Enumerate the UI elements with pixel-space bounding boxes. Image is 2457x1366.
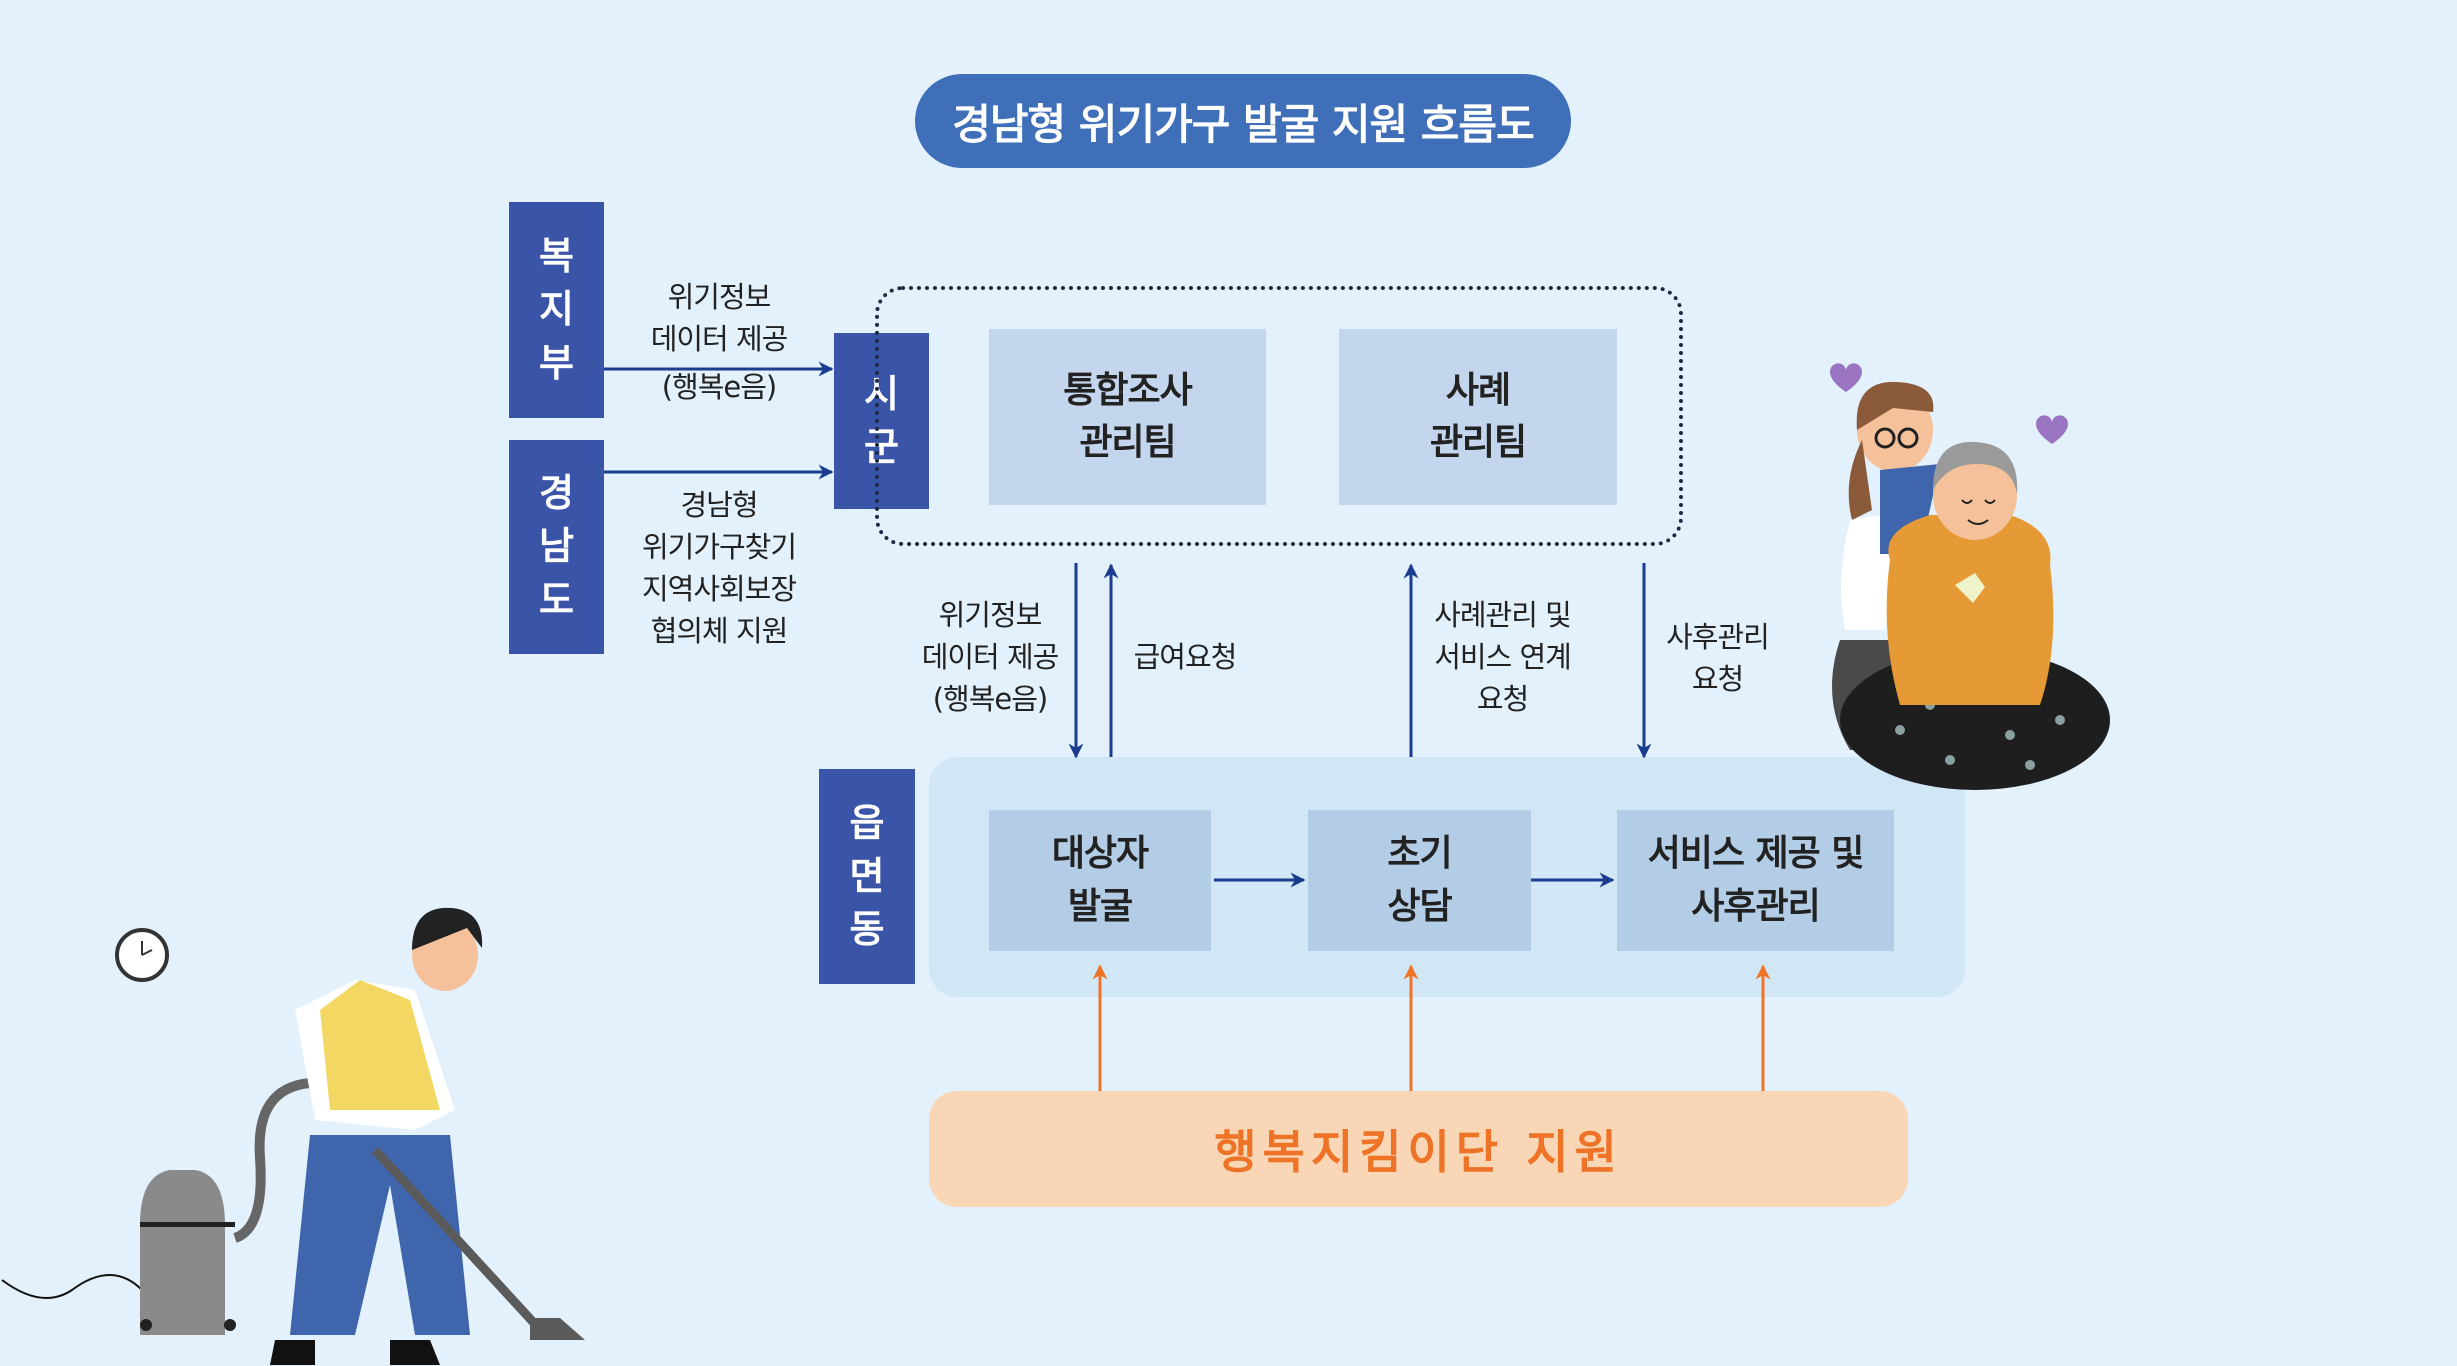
- step-initial-consultation: 초기 상담: [1308, 810, 1531, 951]
- actor-char: 남: [539, 524, 574, 569]
- team-case-management: 사례 관리팀: [1339, 329, 1617, 505]
- team-label-line: 통합조사: [1063, 369, 1192, 411]
- edge-label-city-town-aftercare: 사후관리 요청: [1650, 616, 1785, 700]
- edge-label-line: 협의체 지원: [650, 614, 789, 649]
- actor-char: 시: [864, 371, 899, 416]
- edge-label-province-city: 경남형 위기가구찾기 지역사회보장 협의체 지원: [604, 484, 834, 652]
- support-box: 행복지킴이단 지원: [929, 1091, 1908, 1207]
- actor-char: 군: [864, 425, 899, 469]
- team-label-line: 관리팀: [1079, 422, 1176, 463]
- edge-label-line: 경남형: [680, 488, 758, 522]
- page-title: 경남형 위기가구 발굴 지원 흐름도: [915, 74, 1571, 168]
- edge-label-line: 위기가구찾기: [641, 530, 797, 565]
- heart-icon: [1830, 363, 1862, 392]
- actor-town: 읍 면 동: [819, 769, 915, 984]
- edge-label-line: 지역사회보장: [641, 572, 797, 607]
- actor-char: 부: [539, 340, 574, 385]
- edge-label-line: 데이터 제공: [921, 640, 1060, 675]
- edge-label-line: 데이터 제공: [650, 322, 789, 357]
- actor-char: 복: [539, 234, 574, 279]
- actor-char: 면: [849, 853, 885, 898]
- actor-char: 지: [539, 287, 574, 332]
- edge-label-line: 사후관리: [1666, 620, 1770, 654]
- support-label: 행복지킴이단 지원: [1214, 1125, 1623, 1179]
- edge-label-city-town-data: 위기정보 데이터 제공 (행복e음): [900, 594, 1080, 720]
- step-label-line: 초기: [1387, 833, 1452, 875]
- edge-label-line: 서비스 연계: [1434, 640, 1572, 675]
- actor-city: 시 군: [834, 333, 929, 509]
- step-label-line: 사후관리: [1691, 885, 1820, 927]
- edge-label-line: 위기정보: [667, 280, 772, 314]
- team-integrated-investigation: 통합조사 관리팀: [989, 329, 1266, 505]
- heart-icon: [2036, 415, 2068, 444]
- step-label-line: 대상자: [1051, 833, 1149, 875]
- edge-label-line: (행복e음): [661, 370, 778, 405]
- actor-char: 도: [539, 577, 574, 622]
- edge-label-town-city-case: 사례관리 및 서비스 연계 요청: [1420, 594, 1585, 720]
- team-label-line: 사례: [1445, 369, 1511, 411]
- step-target-discovery: 대상자 발굴: [989, 810, 1211, 951]
- city-team-group: [875, 286, 1683, 546]
- edge-label-line: 요청: [1476, 682, 1529, 717]
- step-service-aftercare: 서비스 제공 및 사후관리: [1617, 810, 1894, 951]
- edge-label-line: 사례관리 및: [1434, 598, 1572, 632]
- edge-label-town-city-benefit: 급여요청: [1120, 636, 1250, 678]
- step-label-line: 발굴: [1067, 885, 1133, 927]
- edge-label-ministry-city: 위기정보 데이터 제공 (행복e음): [604, 276, 834, 408]
- edge-label-line: 요청: [1691, 662, 1744, 697]
- actor-char: 경: [539, 471, 574, 516]
- actor-province: 경 남 도: [509, 440, 604, 654]
- edge-label-line: 위기정보: [938, 598, 1043, 632]
- clock-icon: [115, 928, 169, 982]
- edge-label-line: (행복e음): [932, 682, 1049, 717]
- actor-char: 동: [849, 907, 885, 952]
- step-label-line: 서비스 제공 및: [1647, 833, 1865, 875]
- team-label-line: 관리팀: [1429, 422, 1527, 463]
- step-label-line: 상담: [1387, 885, 1452, 927]
- actor-ministry: 복 지 부: [509, 202, 604, 418]
- actor-char: 읍: [849, 800, 885, 845]
- edge-label-line: 급여요청: [1133, 640, 1238, 674]
